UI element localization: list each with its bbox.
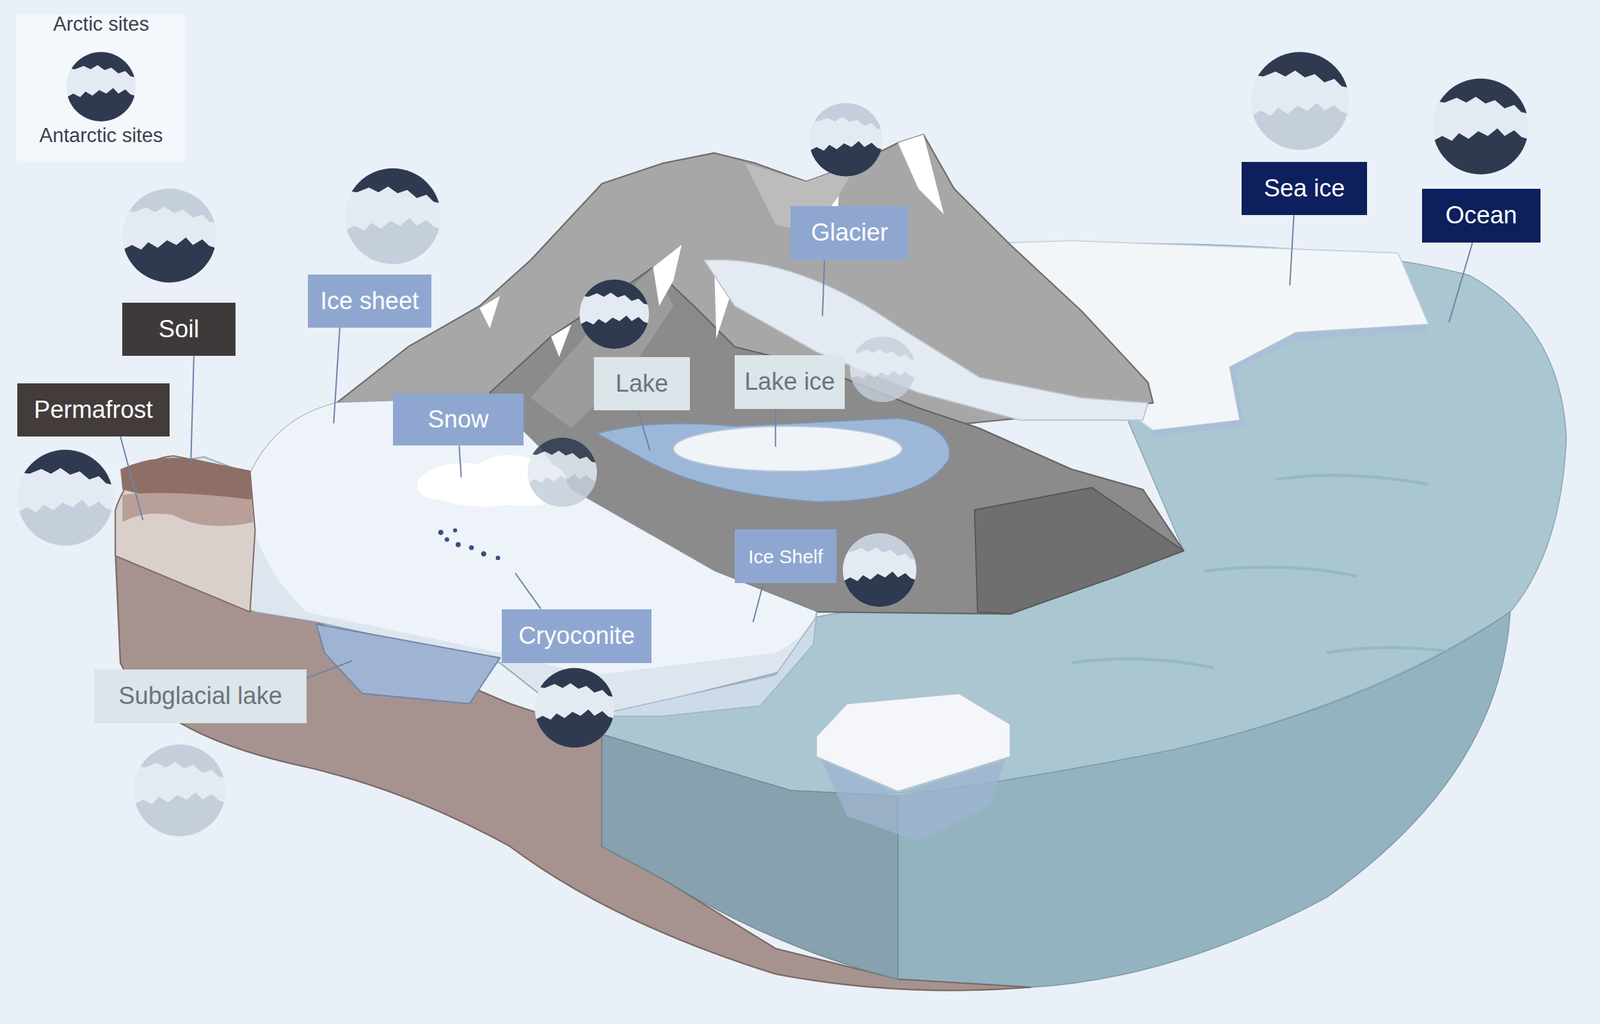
label-text: Subglacial lake (118, 682, 283, 710)
site-icons (12, 47, 1534, 841)
soil-swirl (122, 492, 253, 527)
label-box: Soil (122, 302, 236, 356)
label-box: Ice sheet (307, 274, 432, 328)
legend-text: Arctic sites (53, 12, 150, 36)
label-box: Lake ice (734, 355, 845, 409)
label-text: Glacier (810, 219, 888, 247)
label-text: Lake (615, 370, 669, 398)
label-box: Glacier (790, 206, 909, 260)
label-box: Cryoconite (501, 609, 652, 664)
cryoconite-holes (438, 528, 501, 560)
label-box: Lake (593, 357, 690, 411)
label-text: Permafrost (33, 396, 153, 424)
label-text: Ice Shelf (748, 545, 824, 568)
label-box: Ice Shelf (734, 529, 837, 584)
permafrost (115, 455, 255, 612)
label-text: Cryoconite (518, 622, 635, 650)
label-text: Soil (158, 316, 200, 344)
lake (597, 417, 950, 502)
lake-ice (673, 426, 902, 472)
leader-lines (120, 215, 1473, 678)
label-box: Subglacial lake (94, 669, 307, 724)
legend-box (16, 14, 187, 161)
cliff (974, 487, 1184, 615)
label-box: Snow (392, 393, 524, 446)
legend-entry: Arctic sites (16, 12, 186, 36)
mountain (336, 134, 1154, 439)
sea-ice-edge (1153, 324, 1429, 437)
label-text: Ocean (1445, 202, 1518, 230)
label-box: Permafrost (17, 383, 170, 437)
label-box: Ocean (1422, 188, 1541, 243)
label-text: Ice sheet (320, 288, 419, 315)
bedrock (115, 551, 1031, 991)
iceberg (816, 693, 1011, 792)
label-text: Snow (427, 406, 489, 434)
label-text: Lake ice (744, 368, 836, 396)
glacier (704, 259, 1149, 421)
label-box: Sea ice (1241, 161, 1368, 216)
legend-text: Antarctic sites (39, 124, 164, 147)
legend-icon (62, 48, 139, 125)
legend-entry: Antarctic sites (16, 124, 186, 148)
label-text: Sea ice (1264, 175, 1346, 203)
